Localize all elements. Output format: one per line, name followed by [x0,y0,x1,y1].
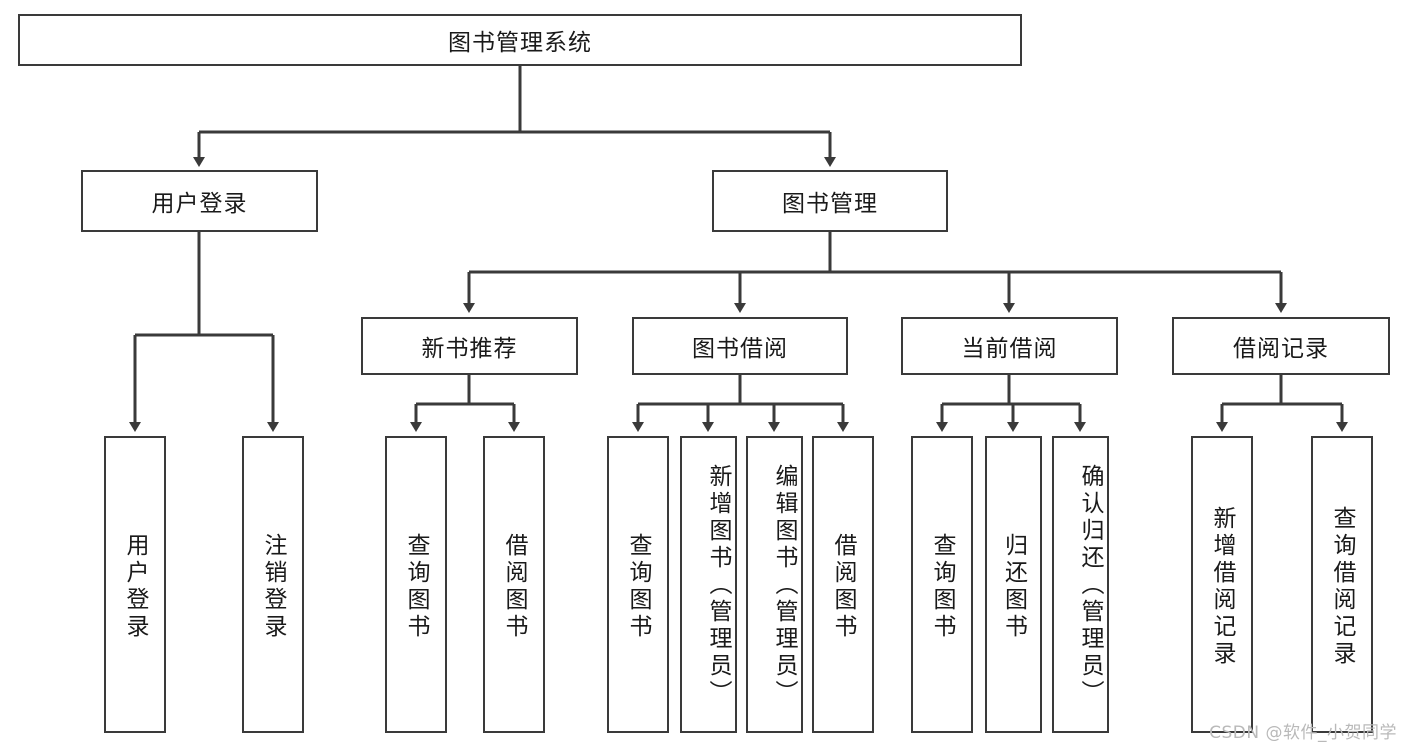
csdn-watermark: CSDN @软件_小贺同学 [1209,723,1397,743]
leaf-borrow-book[interactable]: 借阅图书 [812,436,874,733]
leaf-edit-book-admin[interactable]: 编辑图书（管理员） [746,436,803,733]
leaf-confirm-return-admin[interactable]: 确认归还（管理员） [1052,436,1109,733]
node-user-login-label: 用户登录 [151,191,248,217]
leaf-query-book-current-label: 查询图书 [929,532,955,641]
node-new-book-recommend-label: 新书推荐 [421,336,518,362]
node-user-login[interactable]: 用户登录 [81,170,318,232]
leaf-borrow-book-label: 借阅图书 [830,532,856,641]
leaf-confirm-return-admin-label: 确认归还（管理员） [1077,464,1103,707]
leaf-add-borrow-record[interactable]: 新增借阅记录 [1191,436,1253,733]
node-borrow-record[interactable]: 借阅记录 [1172,317,1390,375]
leaf-borrow-book-recommend-label: 借阅图书 [501,532,527,641]
leaf-add-book-admin-label: 新增图书（管理员） [705,464,731,707]
node-borrow-record-label: 借阅记录 [1233,336,1329,362]
node-new-book-recommend[interactable]: 新书推荐 [361,317,578,375]
leaf-return-book[interactable]: 归还图书 [985,436,1042,733]
leaf-logout-label: 注销登录 [260,532,286,641]
leaf-query-book-borrow-label: 查询图书 [625,532,651,641]
leaf-query-borrow-record-label: 查询借阅记录 [1329,505,1355,668]
leaf-add-borrow-record-label: 新增借阅记录 [1209,505,1235,668]
leaf-query-book-recommend[interactable]: 查询图书 [385,436,447,733]
leaf-logout[interactable]: 注销登录 [242,436,304,733]
leaf-borrow-book-recommend[interactable]: 借阅图书 [483,436,545,733]
leaf-user-login[interactable]: 用户登录 [104,436,166,733]
node-current-borrow[interactable]: 当前借阅 [901,317,1118,375]
leaf-query-book-recommend-label: 查询图书 [403,532,429,641]
leaf-user-login-label: 用户登录 [122,532,148,641]
node-root[interactable]: 图书管理系统 [18,14,1022,66]
node-root-label: 图书管理系统 [448,30,592,56]
leaf-edit-book-admin-label: 编辑图书（管理员） [771,464,797,707]
node-current-borrow-label: 当前借阅 [961,336,1058,362]
node-book-management[interactable]: 图书管理 [712,170,948,232]
node-book-management-label: 图书管理 [782,191,878,217]
node-book-borrow[interactable]: 图书借阅 [632,317,848,375]
leaf-query-borrow-record[interactable]: 查询借阅记录 [1311,436,1373,733]
leaf-query-book-borrow[interactable]: 查询图书 [607,436,669,733]
leaf-query-book-current[interactable]: 查询图书 [911,436,973,733]
leaf-return-book-label: 归还图书 [1000,532,1027,641]
node-book-borrow-label: 图书借阅 [692,336,788,362]
leaf-add-book-admin[interactable]: 新增图书（管理员） [680,436,737,733]
